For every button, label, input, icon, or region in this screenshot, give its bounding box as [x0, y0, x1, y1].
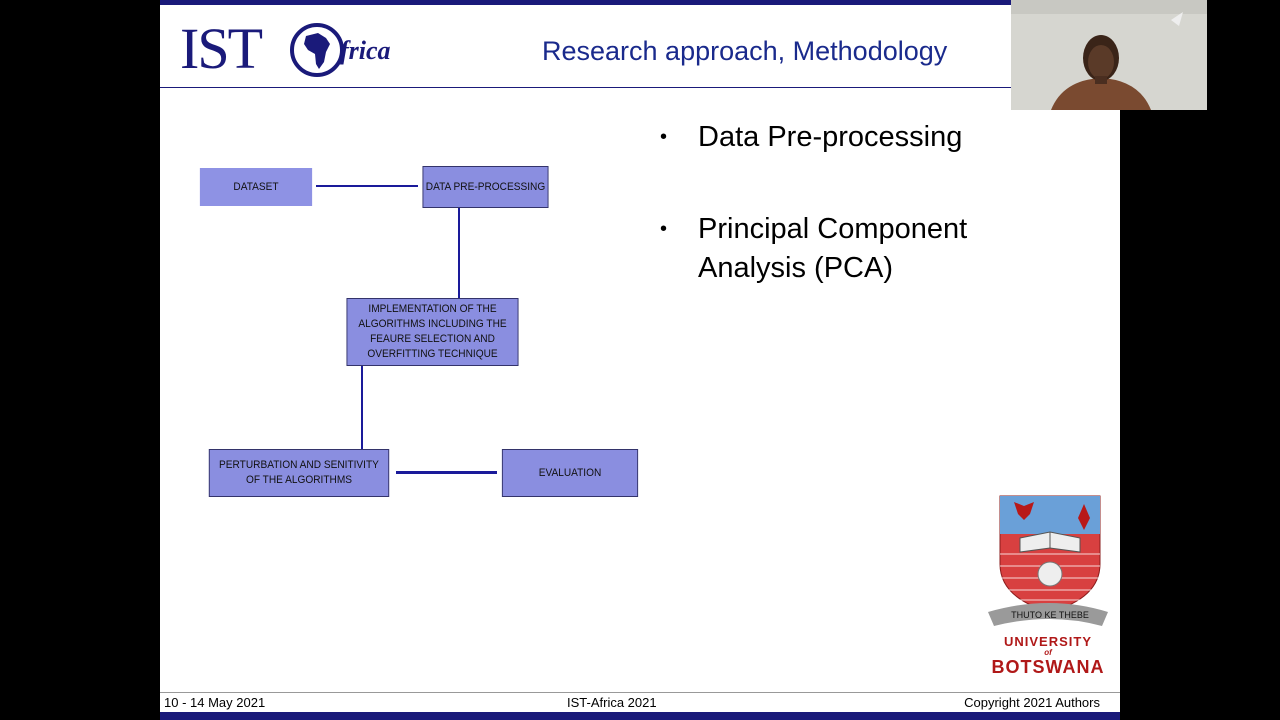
connector-implementation-perturbation — [361, 365, 363, 451]
bullet-text: Principal Component Analysis (PCA) — [698, 213, 968, 284]
university-motto: THUTO KE THEBE — [1011, 610, 1089, 620]
bullet-dot-icon: • — [660, 126, 668, 148]
logo-ist-text: IST — [180, 16, 263, 81]
footer-conference: IST-Africa 2021 — [567, 695, 657, 710]
bottom-bar — [160, 712, 1120, 720]
flowchart-box-perturbation: PERTURBATION AND SENITIVITY OF THE ALGOR… — [208, 449, 390, 497]
bullet-dot-icon: • — [660, 218, 668, 240]
bullet-item: • Principal Component Analysis (PCA) — [660, 210, 1060, 290]
bullet-item: • Data Pre-processing — [660, 118, 1060, 158]
flowchart-box-implementation: IMPLEMENTATION OF THE ALGORITHMS INCLUDI… — [346, 298, 519, 366]
logo-africa-text: frica — [340, 36, 391, 65]
connector-dataset-preprocessing — [316, 185, 418, 187]
presentation-slide: IST frica Research approach, Methodology… — [160, 0, 1120, 720]
africa-globe-icon — [290, 23, 344, 77]
flowchart-box-evaluation: EVALUATION — [501, 449, 639, 497]
connector-perturbation-evaluation — [396, 471, 497, 474]
flowchart-box-dataset: DATASET — [199, 168, 313, 206]
slide-title: Research approach, Methodology — [542, 36, 948, 66]
footer-copyright: Copyright 2021 Authors — [964, 695, 1100, 710]
university-name: UNIVERSITY of BOTSWANA — [986, 634, 1110, 678]
connector-preprocessing-implementation — [458, 207, 460, 299]
university-name-line3: BOTSWANA — [991, 657, 1105, 677]
flowchart-box-preprocessing: DATA PRE-PROCESSING — [422, 166, 549, 208]
university-name-line2: of — [1044, 648, 1052, 657]
top-bar — [160, 0, 1120, 5]
ist-africa-logo: IST frica — [180, 18, 420, 80]
university-crest-icon: THUTO KE THEBE — [988, 495, 1108, 626]
header-divider — [160, 87, 1120, 88]
presenter-webcam-video — [1011, 0, 1207, 110]
bullet-text: Data Pre-processing — [698, 121, 963, 153]
university-name-line1: UNIVERSITY — [1003, 634, 1092, 649]
footer-divider — [160, 692, 1120, 693]
university-of-botswana-logo: THUTO KE THEBE UNIVERSITY of BOTSWANA — [986, 494, 1110, 678]
footer-date: 10 - 14 May 2021 — [164, 695, 266, 710]
presenter-video-frame — [1011, 0, 1207, 110]
